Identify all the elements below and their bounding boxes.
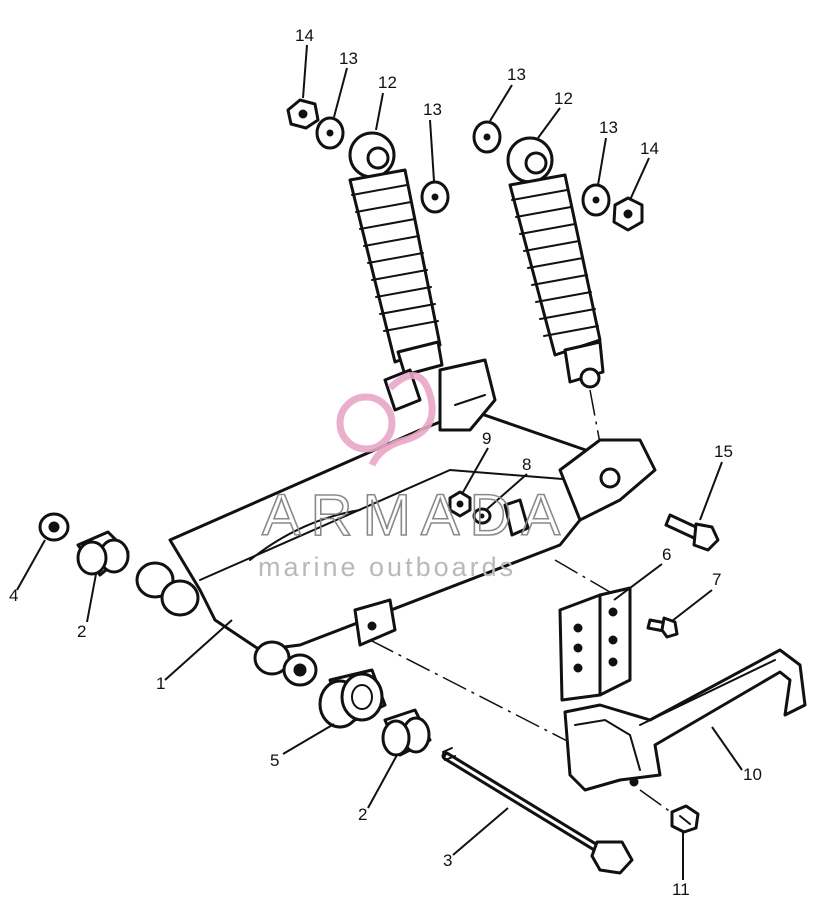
bushing-2-left xyxy=(76,530,130,577)
callout-12-right: 12 xyxy=(554,89,573,108)
watermark-brand: ARMADA xyxy=(262,483,570,548)
swing-arm xyxy=(168,358,657,652)
bolt-15 xyxy=(664,513,720,552)
washer-13-d xyxy=(581,183,611,217)
washer-8 xyxy=(472,507,492,525)
callout-8: 8 xyxy=(522,455,531,474)
bolt-11 xyxy=(670,804,700,834)
nut-14-right xyxy=(612,196,644,232)
callout-5: 5 xyxy=(270,751,279,770)
callout-6: 6 xyxy=(662,545,671,564)
callout-10: 10 xyxy=(743,765,762,784)
pivot-shaft-3 xyxy=(441,747,634,875)
pivot-boss-left xyxy=(135,561,200,617)
callout-9: 9 xyxy=(482,429,491,448)
nut-9 xyxy=(448,490,472,518)
callout-3: 3 xyxy=(443,851,452,870)
callout-labels: 14 13 12 13 13 12 13 14 15 9 8 6 7 4 2 1… xyxy=(9,26,762,899)
brand-logo xyxy=(336,372,436,467)
nut-14-left xyxy=(286,98,320,130)
bushing-2-right xyxy=(381,708,432,757)
chain-guard-10 xyxy=(563,648,807,792)
watermark: ARMADA marine outboards xyxy=(258,372,570,582)
leader-lines xyxy=(16,44,743,880)
washer-13-c xyxy=(472,120,502,154)
callout-13-b: 13 xyxy=(423,100,442,119)
callout-13-d: 13 xyxy=(599,118,618,137)
washer-13-b xyxy=(420,180,450,214)
bracket-6 xyxy=(558,586,632,702)
callout-13-c: 13 xyxy=(507,65,526,84)
callout-13-a: 13 xyxy=(339,49,358,68)
callout-12-left: 12 xyxy=(378,73,397,92)
callout-2-right: 2 xyxy=(358,805,367,824)
callout-4: 4 xyxy=(9,586,18,605)
pivot-boss-right xyxy=(253,640,318,687)
callout-14-left: 14 xyxy=(295,26,314,45)
shock-absorber-right xyxy=(506,136,605,389)
callout-11: 11 xyxy=(672,880,690,899)
shock-absorber-left xyxy=(348,131,444,412)
callout-15: 15 xyxy=(714,442,733,461)
collar-5 xyxy=(318,668,387,729)
callout-7: 7 xyxy=(712,570,721,589)
callout-2-left: 2 xyxy=(77,622,86,641)
watermark-tagline: marine outboards xyxy=(258,552,516,582)
washer-13-a xyxy=(315,116,345,150)
callout-1: 1 xyxy=(156,674,165,693)
nut-4 xyxy=(38,512,70,542)
callout-14-right: 14 xyxy=(640,139,659,158)
